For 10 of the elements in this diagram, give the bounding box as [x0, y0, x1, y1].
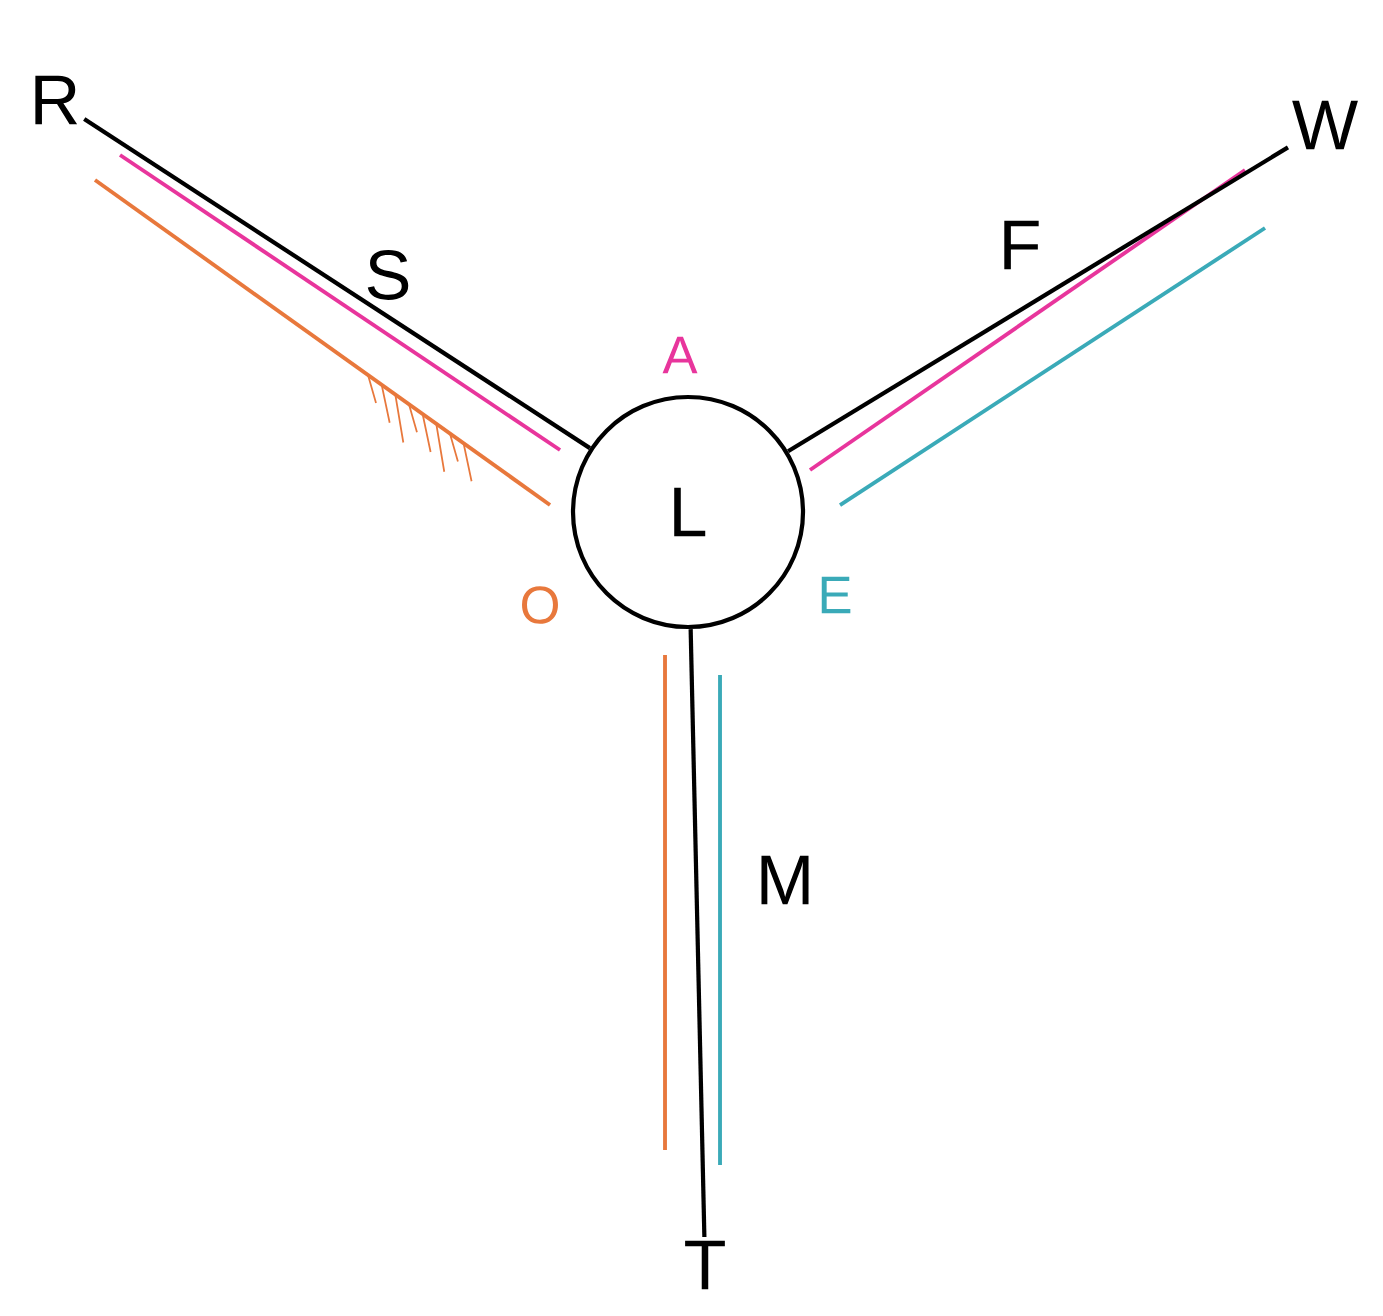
edge-label: M: [761, 855, 809, 905]
line: [83, 117, 592, 450]
end-letter: T: [685, 1240, 725, 1290]
edge-label: F: [1004, 220, 1039, 270]
end-letter: W: [1292, 100, 1358, 150]
line: [787, 145, 1290, 453]
line: [688, 629, 707, 1237]
edge-label: S: [367, 250, 409, 300]
end-letter: R: [35, 75, 78, 125]
circle-node: L: [570, 394, 806, 630]
